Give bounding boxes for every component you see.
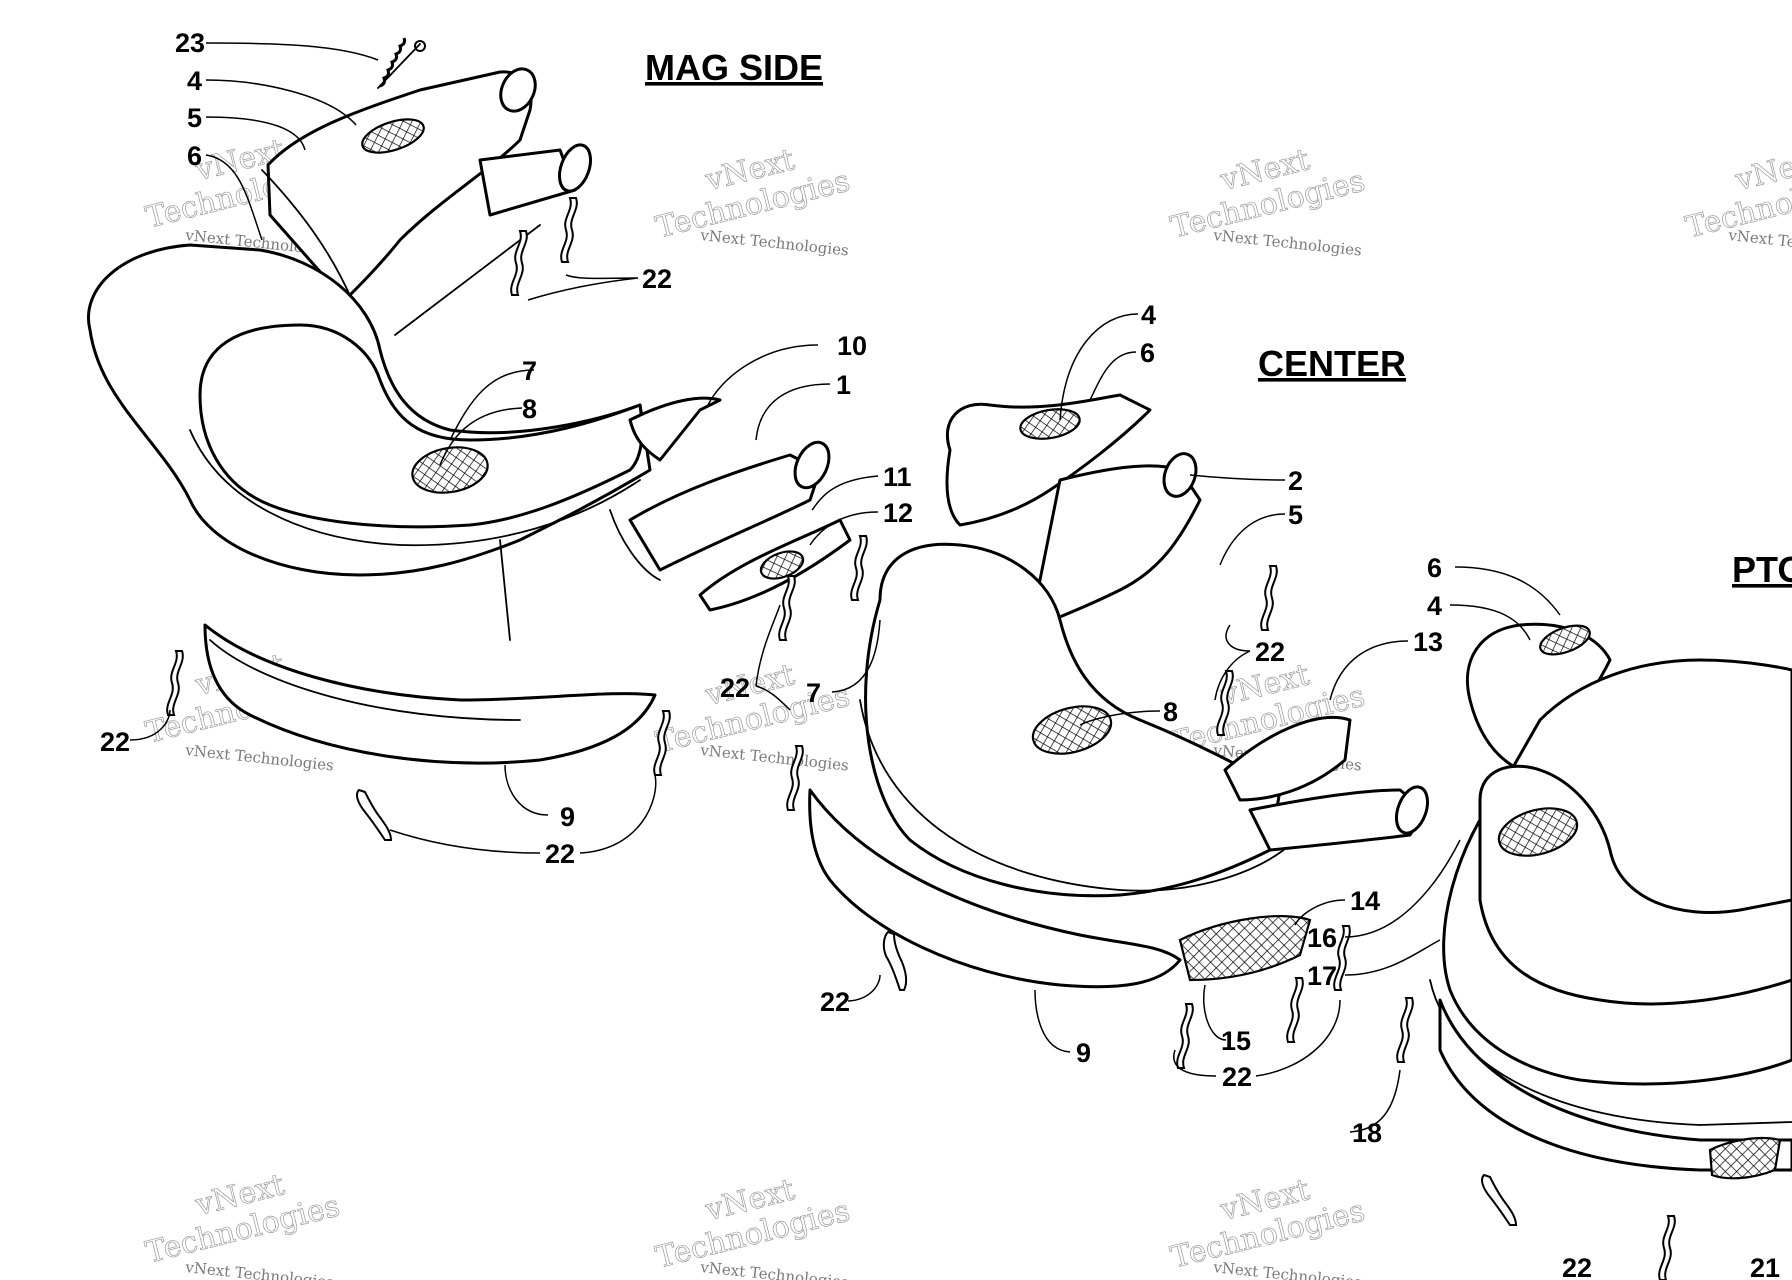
retainer-clip[interactable] [778,575,796,641]
callout-15: 15 [1221,1026,1251,1056]
retainer-clip[interactable] [1286,977,1304,1043]
callout-16: 16 [1307,923,1337,953]
callout-22: 22 [720,673,750,703]
callout-11: 11 [883,462,912,492]
watermark: vNext Technologies [1167,142,1369,246]
retainer-clip[interactable] [1333,925,1351,991]
watermark-small: vNext Technologies [699,741,850,775]
mesh-pad[interactable] [358,113,428,159]
watermark-small: vNext Technologies [1727,226,1792,260]
callout-8: 8 [522,394,537,424]
callout-5: 5 [187,103,202,133]
retainer-clip[interactable] [1481,1173,1518,1226]
callout-7: 7 [806,678,821,708]
watermark: vNext Technologies [652,142,854,246]
retainer-clip[interactable] [786,745,804,811]
callout-22: 22 [1222,1062,1252,1092]
watermark-small: vNext Technologies [1212,1258,1363,1280]
upper-shield[interactable] [1465,622,1612,772]
retainer-clip[interactable] [510,230,528,296]
spring-part[interactable] [377,37,426,89]
callouts: 23 4 5 6 22 10 1 7 8 11 12 22 22 9 22 4 … [100,28,1780,1280]
mesh-pad[interactable] [1028,698,1117,761]
retainer-clip[interactable] [1658,1215,1676,1280]
watermark: vNext Technologies [1167,1172,1369,1276]
retainer-clip[interactable] [560,197,578,263]
mag-side-assembly [87,37,908,991]
shield-13[interactable] [1223,715,1352,802]
mesh-pad[interactable] [1494,800,1583,863]
mesh-pad[interactable] [1536,620,1593,660]
mesh-pad[interactable] [1708,1136,1782,1180]
callout-10: 10 [837,331,867,361]
retainer-clip[interactable] [1260,565,1278,631]
callout-12: 12 [883,498,913,528]
callout-6: 6 [187,141,202,171]
callout-6: 6 [1427,553,1442,583]
retainer-clip[interactable] [1176,1003,1194,1069]
callout-4: 4 [187,66,202,96]
pto-assembly [1429,620,1792,1280]
callout-23: 23 [175,28,205,58]
callout-22: 22 [642,264,672,294]
watermark-small: vNext Technologies [699,226,850,260]
center-assembly [808,393,1430,1069]
watermark: vNext Technologies [652,1172,854,1276]
silencer-shield[interactable] [266,70,533,302]
retainer-clip[interactable] [1216,670,1234,736]
callout-4: 4 [1427,591,1442,621]
callout-7: 7 [522,356,537,386]
mesh-pad[interactable] [409,442,491,499]
section-title-center: CENTER [1258,343,1406,384]
callout-22: 22 [545,839,575,869]
callout-1: 1 [836,370,851,400]
leader-lines [129,42,1561,1133]
callout-9: 9 [1076,1038,1091,1068]
retainer-clip[interactable] [653,710,671,776]
callout-8: 8 [1163,697,1178,727]
section-title-mag-side: MAG SIDE [645,47,823,88]
retainer-clip[interactable] [166,650,184,716]
callout-13: 13 [1413,627,1443,657]
callout-9: 9 [560,802,575,832]
callout-2: 2 [1288,466,1303,496]
callout-17: 17 [1307,961,1337,991]
watermark-small: vNext Technologies [184,741,335,775]
callout-22: 22 [820,987,850,1017]
callout-5: 5 [1288,500,1303,530]
callout-18: 18 [1352,1118,1382,1148]
callout-21: 21 [1750,1253,1780,1280]
lower-heat-shield[interactable] [808,788,1182,989]
retainer-clip[interactable] [850,535,868,601]
mesh-pad[interactable] [1178,914,1312,982]
watermark-small: vNext Technologies [184,1258,335,1280]
watermark: vNext Technologies [652,657,854,761]
lower-heat-shield[interactable] [203,623,657,765]
callout-22: 22 [1255,637,1285,667]
retainer-clip[interactable] [882,930,908,991]
section-title-pto: PTO [1732,549,1792,590]
callout-4: 4 [1141,300,1156,330]
watermark-small: vNext Technologies [1212,226,1363,260]
callout-22: 22 [1562,1253,1592,1280]
retainer-clip[interactable] [1396,997,1414,1063]
callout-22: 22 [100,727,130,757]
upper-shield[interactable] [945,393,1152,527]
watermark-small: vNext Technologies [699,1258,850,1280]
watermark: vNext Technologies [142,1167,344,1271]
callout-14: 14 [1350,886,1380,916]
retainer-clip[interactable] [356,788,393,841]
callout-6: 6 [1140,338,1155,368]
mesh-pad[interactable] [1018,405,1082,443]
clip-bracket[interactable] [628,396,722,462]
